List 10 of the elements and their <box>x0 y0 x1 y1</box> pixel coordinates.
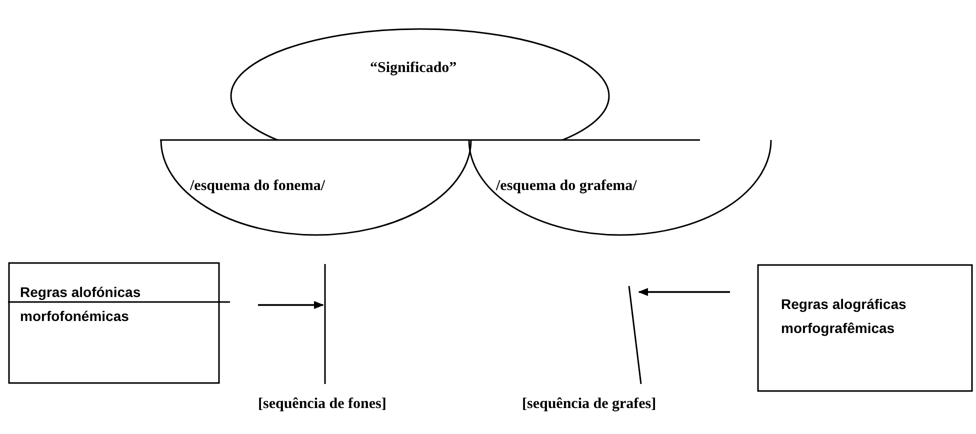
rule-text: Regras alográficas morfografêmicas <box>781 295 908 338</box>
meaning-label: “Significado” <box>370 60 457 77</box>
arrow <box>258 301 324 309</box>
sequence-label: [sequência de grafes] <box>522 396 656 413</box>
rule-text: morfofonémicas <box>20 308 129 324</box>
scheme-label: /esquema do fonema/ <box>190 178 325 195</box>
sequence-label: [sequência de fones] <box>258 396 386 413</box>
rule-text: Regras alofónicas <box>20 284 141 300</box>
arrow <box>638 288 730 296</box>
scheme-label: /esquema do grafema/ <box>496 178 637 195</box>
